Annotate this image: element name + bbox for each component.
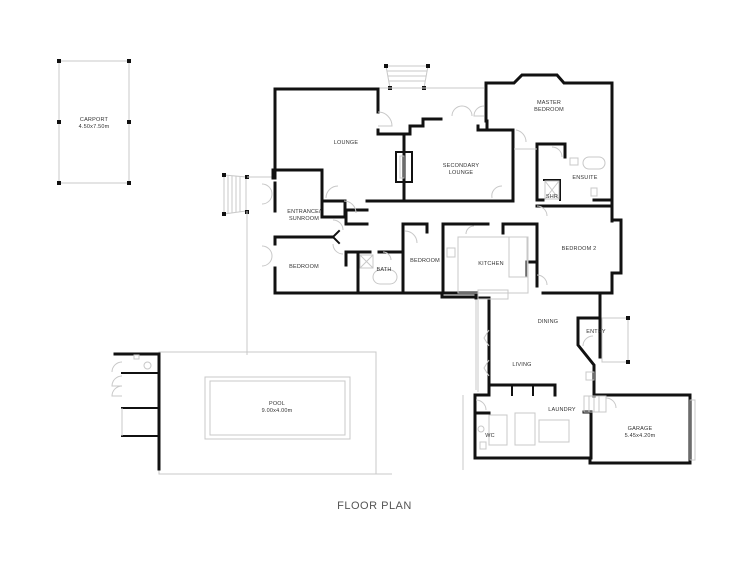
master-bedroom-label-1: MASTER <box>537 100 561 106</box>
floor-plan-title: FLOOR PLAN <box>337 500 412 512</box>
entrance-label-2: SUNROOM <box>289 216 319 222</box>
bedroom2-label: BEDROOM 2 <box>562 246 597 252</box>
laundry-label: LAUNDRY <box>548 407 576 413</box>
room-labels: LOUNGE SECONDARY LOUNGE MASTER BEDROOM E… <box>287 100 655 439</box>
entry-label: ENTRY <box>586 329 606 335</box>
ensuite-label: ENSUITE <box>572 175 597 181</box>
pool-label: POOL <box>269 401 285 407</box>
pool-area: POOL 9.00x4.00m <box>111 351 392 475</box>
shr-label: SHR <box>546 194 558 200</box>
lounge-label: LOUNGE <box>334 140 359 146</box>
pool-dims: 9.00x4.00m <box>262 408 293 414</box>
fixtures <box>359 156 696 470</box>
secondary-lounge-label-2: LOUNGE <box>449 170 474 176</box>
bath-label: BATH <box>376 267 391 273</box>
front-steps <box>378 64 484 90</box>
main-walls <box>271 73 692 465</box>
master-bedroom-label-2: BEDROOM <box>534 107 564 113</box>
secondary-lounge-label-1: SECONDARY <box>443 163 480 169</box>
carport-dims: 4.50x7.50m <box>79 124 110 130</box>
garage-dims: 5.45x4.20m <box>625 433 656 439</box>
kitchen-label: KITCHEN <box>478 261 504 267</box>
carport-label: CARPORT <box>80 117 109 123</box>
garage-label: GARAGE <box>628 426 653 432</box>
entrance-label-1: ENTRANCE/ <box>287 209 321 215</box>
carport: CARPORT 4.50x7.50m <box>57 59 131 185</box>
bedroom-mid-label: BEDROOM <box>410 258 440 264</box>
doors <box>261 105 617 411</box>
wc-label: WC <box>485 433 495 439</box>
dining-label: DINING <box>538 319 558 325</box>
bedroom-left-label: BEDROOM <box>289 264 319 270</box>
side-steps <box>222 173 273 355</box>
living-label: LIVING <box>512 362 531 368</box>
